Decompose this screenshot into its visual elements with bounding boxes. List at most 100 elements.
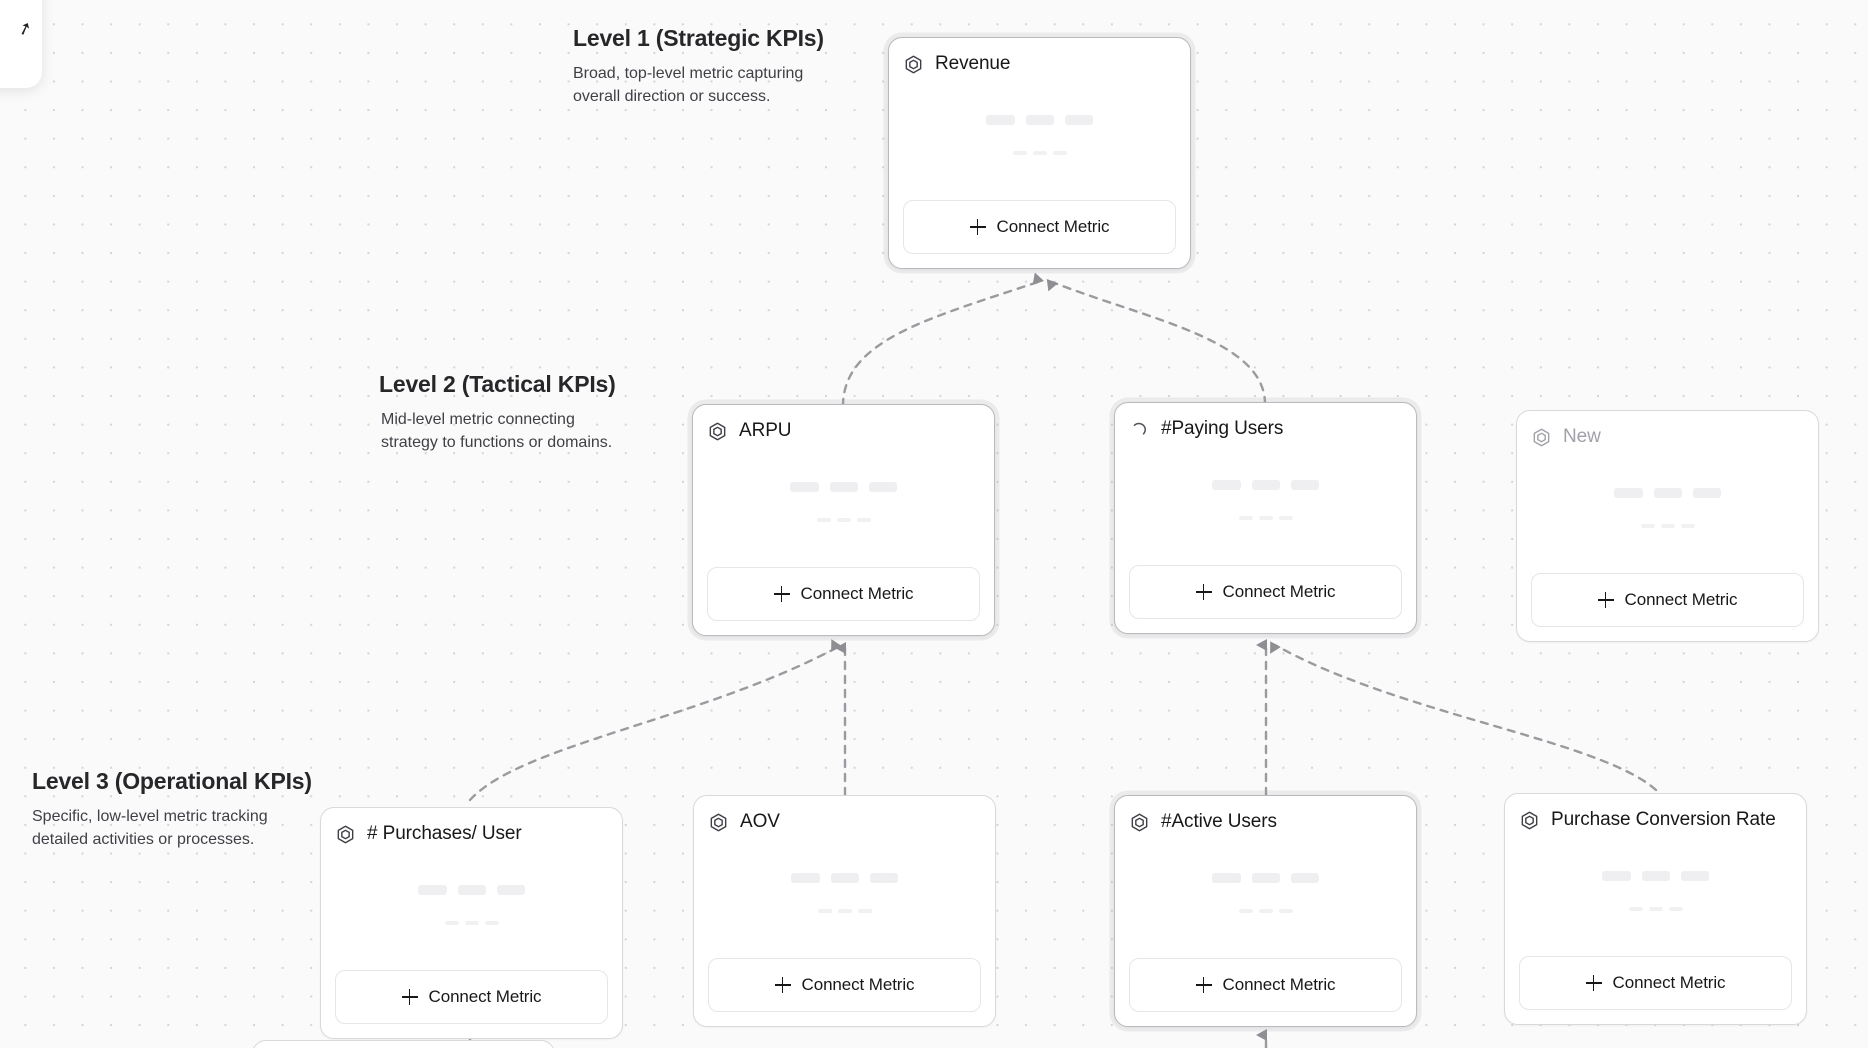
skeleton-bar — [1642, 870, 1670, 881]
metric-card-aov[interactable]: AOV Connect Metric — [693, 795, 996, 1027]
skeleton-bar — [817, 908, 832, 913]
skeleton-bar — [464, 920, 479, 925]
skeleton-row-primary — [1212, 872, 1319, 883]
card-header: AOV — [708, 811, 981, 833]
connect-metric-label: Connect Metric — [1612, 973, 1726, 992]
level-3-description: Specific, low-level metric tracking deta… — [32, 808, 268, 849]
skeleton-row-secondary — [1238, 908, 1293, 913]
plus-icon — [1585, 975, 1602, 991]
skeleton-bar — [870, 872, 898, 883]
connect-metric-button[interactable]: Connect Metric — [708, 958, 981, 1012]
skeleton-bar — [790, 481, 819, 492]
skeleton-bar — [1628, 906, 1643, 911]
card-header: ARPU — [707, 420, 980, 442]
connect-metric-button[interactable]: Connect Metric — [1531, 573, 1804, 627]
skeleton-bar — [1238, 908, 1253, 913]
skeleton-bar — [836, 517, 851, 522]
skeleton-bar — [418, 884, 447, 895]
card-skeleton-body — [707, 442, 980, 567]
card-title: AOV — [740, 811, 780, 832]
card-header: #Paying Users — [1129, 418, 1402, 440]
skeleton-bar — [444, 920, 459, 925]
connect-metric-label: Connect Metric — [801, 975, 915, 994]
card-title: ARPU — [739, 420, 792, 441]
card-skeleton-body — [903, 75, 1176, 200]
cursor-icon: ➚ — [14, 17, 35, 40]
metric-card-paying-users[interactable]: #Paying Users Connect Metric — [1114, 402, 1417, 634]
card-skeleton-body — [335, 845, 608, 970]
skeleton-bar — [1032, 150, 1047, 155]
card-title: Revenue — [935, 53, 1011, 74]
level-3-title: Level 3 (Operational KPIs) — [32, 768, 312, 794]
skeleton-bar — [1291, 479, 1319, 490]
card-skeleton-body — [1531, 448, 1804, 573]
connect-metric-label: Connect Metric — [996, 217, 1110, 236]
hexagon-icon — [337, 825, 354, 843]
skeleton-row-primary — [986, 114, 1093, 125]
connect-metric-label: Connect Metric — [1222, 582, 1336, 601]
connect-metric-button[interactable]: Connect Metric — [1129, 958, 1402, 1012]
skeleton-bar — [1660, 523, 1675, 528]
connect-metric-button[interactable]: Connect Metric — [1129, 565, 1402, 619]
skeleton-bar — [1648, 906, 1663, 911]
plus-icon — [1597, 592, 1614, 608]
connect-metric-button[interactable]: Connect Metric — [903, 200, 1176, 254]
skeleton-row-secondary — [1628, 906, 1683, 911]
skeleton-bar — [1212, 479, 1241, 490]
plus-icon — [969, 219, 986, 235]
card-header: #Active Users — [1129, 811, 1402, 833]
connect-metric-label: Connect Metric — [800, 584, 914, 603]
hexagon-icon — [905, 55, 922, 73]
skeleton-bar — [869, 481, 897, 492]
skeleton-bar — [1012, 150, 1027, 155]
metric-card-purchases-per-user[interactable]: # Purchases/ User Connect Metric — [320, 807, 623, 1039]
connect-metric-label: Connect Metric — [428, 987, 542, 1006]
skeleton-bar — [1052, 150, 1067, 155]
skeleton-row-secondary — [444, 920, 499, 925]
connect-metric-label: Connect Metric — [1222, 975, 1336, 994]
card-title: Purchase Conversion Rate — [1551, 809, 1776, 830]
metric-card-partial-offscreen[interactable] — [252, 1040, 555, 1048]
hexagon-icon — [709, 422, 726, 440]
connect-metric-button[interactable]: Connect Metric — [335, 970, 608, 1024]
plus-icon — [773, 586, 790, 602]
metric-card-revenue[interactable]: Revenue Connect Metric — [888, 37, 1191, 269]
skeleton-bar — [1614, 487, 1643, 498]
card-header: New — [1531, 426, 1804, 448]
hexagon-icon — [1131, 813, 1148, 831]
card-header: Revenue — [903, 53, 1176, 75]
skeleton-bar — [1238, 515, 1253, 520]
skeleton-row-primary — [418, 884, 525, 895]
skeleton-row-secondary — [1012, 150, 1067, 155]
metric-card-arpu[interactable]: ARPU Connect Metric — [692, 404, 995, 636]
skeleton-bar — [1026, 114, 1054, 125]
skeleton-bar — [497, 884, 525, 895]
hexagon-icon — [1521, 811, 1538, 829]
skeleton-bar — [1640, 523, 1655, 528]
connect-metric-button[interactable]: Connect Metric — [1519, 956, 1792, 1010]
skeleton-bar — [816, 517, 831, 522]
card-header: # Purchases/ User — [335, 823, 608, 845]
connect-metric-button[interactable]: Connect Metric — [707, 567, 980, 621]
hexagon-icon — [710, 813, 727, 831]
level-1-label-block: Level 1 (Strategic KPIs) Broad, top-leve… — [573, 25, 824, 108]
skeleton-bar — [1693, 487, 1721, 498]
skeleton-bar — [857, 908, 872, 913]
metric-card-active-users[interactable]: #Active Users Connect Metric — [1114, 795, 1417, 1027]
metric-card-purchase-conversion-rate[interactable]: Purchase Conversion Rate Connect Metric — [1504, 793, 1807, 1025]
skeleton-bar — [986, 114, 1015, 125]
skeleton-row-secondary — [1238, 515, 1293, 520]
card-skeleton-body — [1519, 831, 1792, 956]
plus-icon — [1195, 584, 1212, 600]
plus-icon — [1195, 977, 1212, 993]
metric-card-new[interactable]: New Connect Metric — [1516, 410, 1819, 642]
floating-toolbar-panel[interactable]: ➚ — [0, 0, 42, 88]
skeleton-bar — [484, 920, 499, 925]
skeleton-bar — [458, 884, 486, 895]
card-title: New — [1563, 426, 1601, 447]
skeleton-bar — [1602, 870, 1631, 881]
skeleton-row-primary — [1614, 487, 1721, 498]
skeleton-bar — [1278, 908, 1293, 913]
skeleton-bar — [1212, 872, 1241, 883]
